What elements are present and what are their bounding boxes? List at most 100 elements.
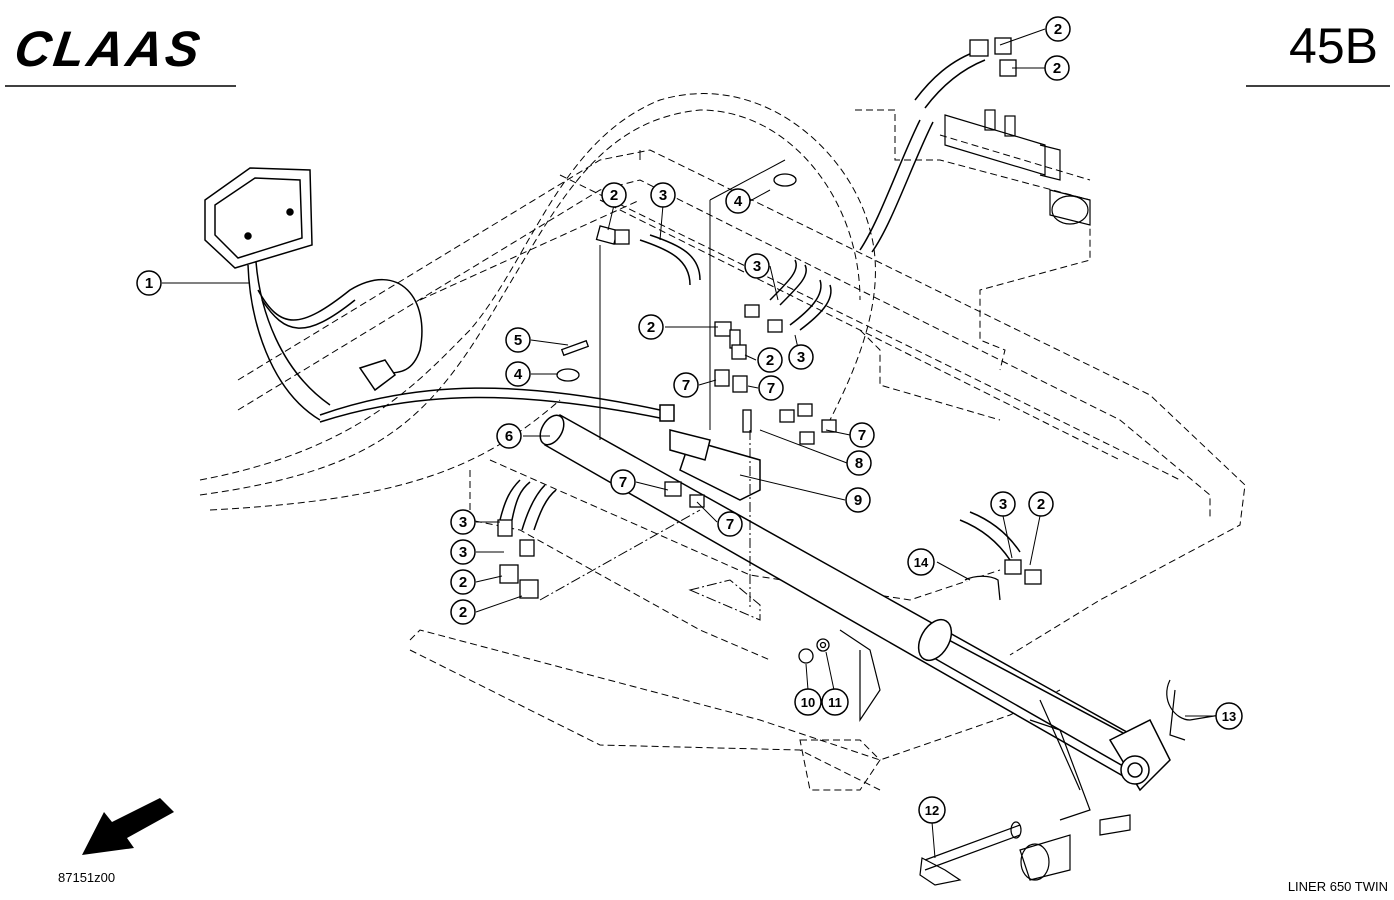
leader-lines	[162, 28, 1217, 859]
callout-label: 7	[767, 380, 775, 397]
callout-2: 2	[638, 314, 664, 340]
callout-2: 2	[1044, 55, 1070, 81]
callout-circle	[845, 487, 871, 513]
callout-2: 2	[450, 569, 476, 595]
drawing-number: 87151z00	[58, 870, 115, 885]
callout-circle	[849, 422, 875, 448]
callout-circle	[821, 688, 849, 716]
callout-label: 6	[505, 428, 513, 445]
callout-label: 4	[734, 193, 743, 210]
callout-3: 3	[990, 491, 1016, 517]
callout-label: 2	[766, 352, 774, 369]
callout-label: 9	[854, 492, 862, 509]
callout-label: 7	[726, 516, 734, 533]
callout-14: 14	[907, 548, 935, 576]
callout-label: 12	[925, 803, 939, 818]
callout-circle	[846, 450, 872, 476]
callout-2: 2	[450, 599, 476, 625]
callout-label: 4	[514, 366, 523, 383]
callout-4: 4	[505, 361, 531, 387]
callout-label: 3	[753, 258, 761, 275]
callout-11: 11	[821, 688, 849, 716]
callout-circle	[450, 509, 476, 535]
callout-circle	[1028, 491, 1054, 517]
callout-circle	[757, 347, 783, 373]
footer: 87151z00 LINER 650 TWIN	[58, 870, 1388, 894]
callout-7: 7	[673, 372, 699, 398]
callout-circle	[758, 375, 784, 401]
callout-8: 8	[846, 450, 872, 476]
callout-3: 3	[450, 539, 476, 565]
control-box	[204, 167, 675, 423]
callout-label: 10	[801, 695, 815, 710]
callout-circle	[505, 361, 531, 387]
callout-circle	[505, 327, 531, 353]
callout-label: 2	[610, 187, 618, 204]
callout-circle	[650, 182, 676, 208]
frame-outline	[199, 93, 1246, 791]
mounting-lines	[539, 430, 761, 621]
callout-label: 7	[619, 474, 627, 491]
callout-label: 3	[999, 496, 1007, 513]
callout-circle	[450, 599, 476, 625]
callout-circle	[638, 314, 664, 340]
callout-7: 7	[717, 511, 743, 537]
callout-label: 3	[797, 349, 805, 366]
callout-3: 3	[650, 182, 676, 208]
callout-13: 13	[1215, 702, 1243, 730]
callout-circle	[1215, 702, 1243, 730]
bracket	[839, 629, 1221, 886]
callout-label: 11	[828, 695, 842, 710]
header: CLAAS 45B	[5, 18, 1390, 87]
callout-circle	[450, 539, 476, 565]
callout-circle	[610, 469, 636, 495]
callout-label: 7	[858, 427, 866, 444]
callout-label: 8	[855, 455, 863, 472]
callout-label: 13	[1222, 709, 1236, 724]
callout-label: 3	[459, 514, 467, 531]
callout-2: 2	[757, 347, 783, 373]
callout-12: 12	[918, 796, 946, 824]
callout-circle	[725, 188, 751, 214]
callout-circle	[136, 270, 162, 296]
callout-circle	[744, 253, 770, 279]
callout-2: 2	[1028, 491, 1054, 517]
callout-3: 3	[744, 253, 770, 279]
callout-label: 2	[1054, 21, 1062, 38]
hoses	[499, 49, 1021, 561]
callout-9: 9	[845, 487, 871, 513]
callout-7: 7	[758, 375, 784, 401]
arrow-down-left-icon	[82, 798, 174, 855]
callout-circle	[450, 569, 476, 595]
callout-label: 1	[145, 275, 153, 292]
valve-block	[944, 109, 1091, 226]
callout-circle	[788, 344, 814, 370]
callout-5: 5	[505, 327, 531, 353]
callout-10: 10	[794, 688, 822, 716]
callout-label: 2	[1037, 496, 1045, 513]
callout-label: 3	[659, 187, 667, 204]
callout-2: 2	[601, 182, 627, 208]
callout-4: 4	[725, 188, 751, 214]
callout-circle	[601, 182, 627, 208]
brand-logo: CLAAS	[11, 21, 206, 77]
callout-label: 2	[459, 604, 467, 621]
callout-6: 6	[496, 423, 522, 449]
callout-label: 2	[459, 574, 467, 591]
callout-circle	[496, 423, 522, 449]
callout-circle	[794, 688, 822, 716]
callout-circle	[1044, 55, 1070, 81]
callout-circle	[717, 511, 743, 537]
callout-2: 2	[1045, 16, 1071, 42]
callout-label: 14	[914, 555, 929, 570]
callout-label: 5	[514, 332, 522, 349]
callout-label: 3	[459, 544, 467, 561]
callout-label: 2	[1053, 60, 1061, 77]
callout-7: 7	[610, 469, 636, 495]
fittings	[497, 37, 1042, 664]
callout-circle	[673, 372, 699, 398]
model-name: LINER 650 TWIN	[1288, 879, 1388, 894]
callout-3: 3	[788, 344, 814, 370]
